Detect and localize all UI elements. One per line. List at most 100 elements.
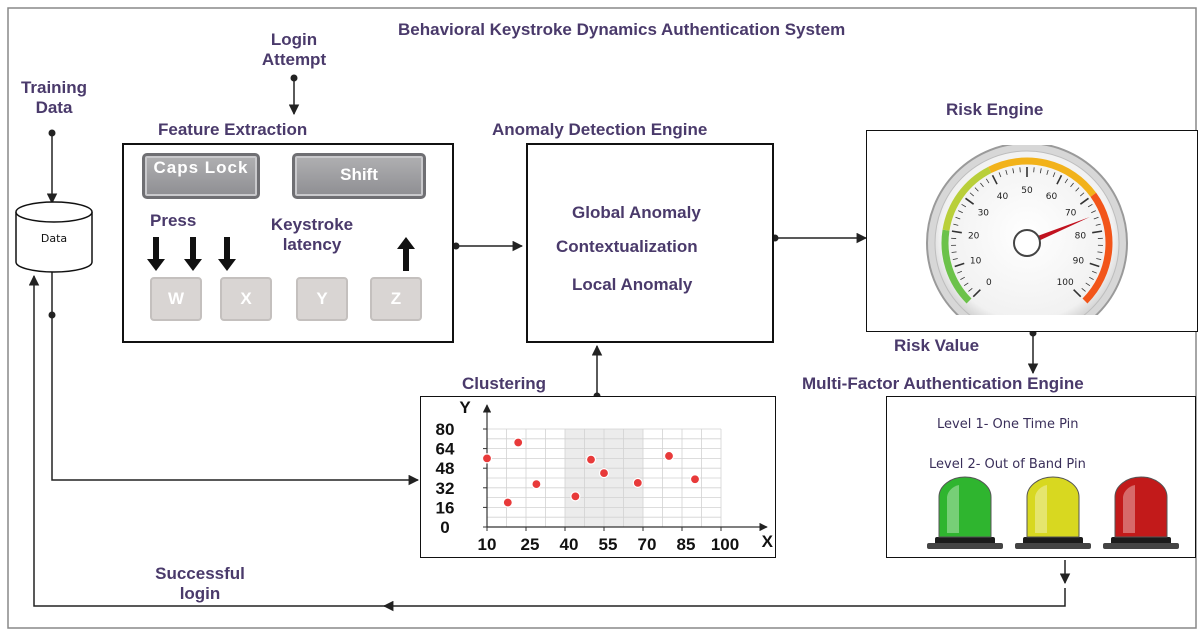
scatter-point xyxy=(531,479,542,490)
key-z: Z xyxy=(370,277,422,321)
y-tick-label: 80 xyxy=(436,420,455,439)
feature-extraction-box: Caps Lock Shift Press Keystroke latency … xyxy=(122,143,454,343)
mfa-box: Level 1- One Time Pin Level 2- Out of Ba… xyxy=(886,396,1196,558)
successful-login-label: Successful login xyxy=(110,564,290,604)
gauge-hub xyxy=(1013,229,1041,257)
keystroke-latency-label: Keystroke latency xyxy=(256,215,368,255)
success-return-arrow xyxy=(382,588,1066,612)
scatter-point xyxy=(663,450,675,462)
x-tick-label: 25 xyxy=(521,535,540,554)
x-tick-label: 40 xyxy=(560,535,579,554)
local-anomaly-label: Local Anomaly xyxy=(572,275,693,294)
login-line-2: Attempt xyxy=(261,50,327,69)
gauge-lime-band xyxy=(942,166,992,231)
gauge-tick xyxy=(1091,210,1096,214)
gauge-tick xyxy=(991,174,998,185)
global-anomaly-label: Global Anomaly xyxy=(572,203,701,222)
gauge-tick xyxy=(1064,178,1069,184)
contextualization-label: Contextualization xyxy=(556,237,698,256)
gauge-tick xyxy=(955,216,961,220)
gauge-tick-label: 0 xyxy=(986,278,992,288)
data-store-label: Data xyxy=(40,232,68,245)
gauge-tick xyxy=(1039,168,1042,174)
gauge-tick xyxy=(1070,182,1074,188)
gauge-tick xyxy=(1079,197,1089,205)
anomaly-engine-box: Global Anomaly Contextualization Local A… xyxy=(526,143,774,343)
feature-extraction-title: Feature Extraction xyxy=(158,120,308,139)
press-label: Press xyxy=(150,211,197,230)
gauge-tick xyxy=(951,230,962,234)
gauge-tick xyxy=(965,197,975,205)
gauge-tick xyxy=(1089,262,1100,268)
training-data-label: Training Data xyxy=(6,78,102,118)
x-tick-label: 85 xyxy=(677,535,696,554)
gauge-tick xyxy=(953,223,959,226)
gauge-tick xyxy=(1046,169,1049,175)
gauge-tick xyxy=(1012,168,1015,174)
mfa-level-2: Level 2- Out of Band Pin xyxy=(929,457,1086,472)
gauge-tick xyxy=(980,182,984,188)
gauge-tick xyxy=(1073,289,1082,298)
yellow-light xyxy=(1015,476,1091,549)
gauge-tick xyxy=(958,210,963,214)
caps-lock-key: Caps Lock xyxy=(142,153,260,199)
y-tick-label: 64 xyxy=(436,440,455,459)
return-to-data-arrow xyxy=(28,274,390,607)
gauge-tick-label: 70 xyxy=(1065,208,1077,218)
gauge-tick xyxy=(985,178,990,184)
gauge-tick xyxy=(1095,223,1101,226)
green-light xyxy=(927,476,1003,549)
gauge-tick xyxy=(1056,174,1063,185)
key-w: W xyxy=(150,277,202,321)
gauge-tick xyxy=(952,258,958,260)
scatter-point xyxy=(598,467,610,479)
gauge-tick xyxy=(1089,276,1094,280)
gauge-tick xyxy=(1052,172,1056,178)
training-line-1: Training xyxy=(20,78,88,97)
scatter-point xyxy=(513,437,524,448)
x-tick-label: 10 xyxy=(478,535,497,554)
gauge-tick xyxy=(1085,282,1091,287)
release-arrow xyxy=(397,237,415,271)
gauge-tick xyxy=(1005,169,1008,175)
gauge-tick xyxy=(951,251,957,253)
gauge-tick-label: 60 xyxy=(1046,192,1058,202)
gauge-tick-label: 100 xyxy=(1057,278,1074,288)
data-store-cylinder xyxy=(15,201,93,273)
scatter-point xyxy=(481,453,493,464)
gauge-tick xyxy=(954,262,965,268)
gauge-amber-band xyxy=(988,157,1097,197)
latency-line-1: Keystroke xyxy=(270,215,354,234)
gauge-needle xyxy=(1025,216,1090,246)
gauge-tick xyxy=(961,203,967,208)
signal-lights xyxy=(927,476,1179,549)
scatter-point xyxy=(632,477,643,489)
gauge-tick xyxy=(1093,216,1099,220)
risk-value-label: Risk Value xyxy=(894,336,980,355)
x-tick-label: 55 xyxy=(599,535,618,554)
gauge-tick xyxy=(968,287,973,292)
red-light xyxy=(1103,476,1179,549)
gauge-tick xyxy=(972,289,981,298)
scatter-point xyxy=(502,497,513,508)
gauge-tick xyxy=(969,192,975,197)
gauge-tick xyxy=(998,172,1002,178)
mfa-level-1: Level 1- One Time Pin xyxy=(937,417,1079,432)
successful-line-1: Successful xyxy=(155,564,245,583)
key-x: X xyxy=(220,277,272,321)
gauge-tick-label: 20 xyxy=(968,232,980,242)
x-tick-label: 100 xyxy=(711,535,739,554)
data-to-clustering-arrow xyxy=(51,270,420,486)
login-attempt-label: Login Attempt xyxy=(246,30,342,70)
gauge-tick xyxy=(1087,203,1093,208)
scatter-point xyxy=(570,491,581,502)
latency-line-2: latency xyxy=(282,235,342,254)
gauge-tick xyxy=(960,276,965,280)
training-line-2: Data xyxy=(35,98,73,117)
x-axis-label: X xyxy=(762,532,774,551)
y-tick-label: 16 xyxy=(436,498,455,517)
x-tick-label: 70 xyxy=(638,535,657,554)
